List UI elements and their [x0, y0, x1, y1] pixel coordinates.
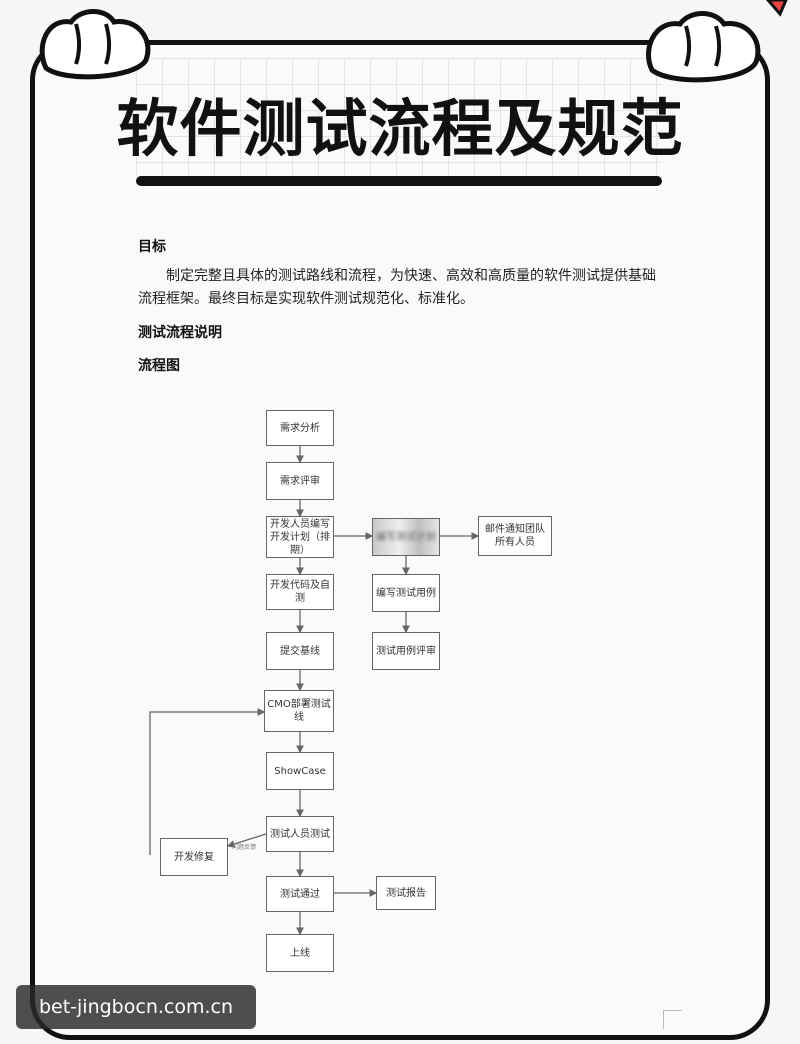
node-label: 邮件通知团队所有人员 — [485, 524, 545, 548]
title-grid-background — [136, 58, 662, 176]
edge-label-feedback: 问题反馈 — [232, 844, 257, 851]
node-label: 需求评审 — [280, 475, 320, 487]
flow-node-test-pass: 测试通过 — [266, 876, 334, 912]
node-label: 编写测试用例 — [376, 587, 436, 599]
node-label: CMO部署测试线 — [267, 699, 331, 723]
flow-node-dev-plan: 开发人员编写开发计划（排期） — [266, 516, 334, 558]
node-label: 测试报告 — [386, 887, 426, 899]
flow-node-dev-code: 开发代码及自测 — [266, 574, 334, 610]
flow-node-email-notify: 邮件通知团队所有人员 — [478, 516, 552, 556]
goal-paragraph: 制定完整且具体的测试路线和流程，为快速、高效和高质量的软件测试提供基础流程框架。… — [138, 268, 656, 307]
flow-node-cmo-deploy: CMO部署测试线 — [264, 690, 334, 732]
node-label: ShowCase — [274, 765, 326, 777]
node-label: 开发修复 — [174, 851, 214, 863]
flow-node-dev-fix: 开发修复 — [160, 838, 228, 876]
flow-node-test-report: 测试报告 — [376, 876, 436, 910]
title-underline — [136, 176, 662, 186]
node-label: 测试通过 — [280, 888, 320, 900]
flow-node-tester-test: 测试人员测试 — [266, 816, 334, 852]
flow-node-req-review: 需求评审 — [266, 462, 334, 500]
process-heading: 测试流程说明 — [138, 325, 222, 341]
flow-node-req-analysis: 需求分析 — [266, 410, 334, 446]
watermark: bet-jingbocn.com.cn — [16, 985, 256, 1029]
flow-node-write-cases: 编写测试用例 — [372, 574, 440, 612]
page-title: 软件测试流程及规范 — [116, 92, 684, 165]
flowchart-heading: 流程图 — [138, 358, 180, 374]
node-label: 上线 — [290, 947, 310, 959]
node-label: 开发人员编写开发计划（排期） — [270, 518, 330, 556]
flow-node-go-live: 上线 — [266, 934, 334, 972]
flow-node-blurred: 编写测试计划 — [372, 518, 440, 556]
node-label: 编写测试计划 — [376, 531, 436, 543]
node-label: 提交基线 — [280, 645, 320, 657]
flow-node-submit-baseline: 提交基线 — [266, 632, 334, 670]
flow-node-showcase: ShowCase — [266, 752, 334, 790]
left-corner-hand-icon — [39, 9, 151, 80]
node-label: 测试用例评审 — [376, 645, 436, 657]
node-label: 测试人员测试 — [270, 828, 330, 840]
right-corner-hand-icon — [646, 0, 788, 83]
goal-heading: 目标 — [138, 239, 166, 255]
node-label: 开发代码及自测 — [270, 580, 330, 604]
node-label: 需求分析 — [280, 422, 320, 434]
page-corner-mark — [663, 1010, 682, 1029]
flow-node-case-review: 测试用例评审 — [372, 632, 440, 670]
